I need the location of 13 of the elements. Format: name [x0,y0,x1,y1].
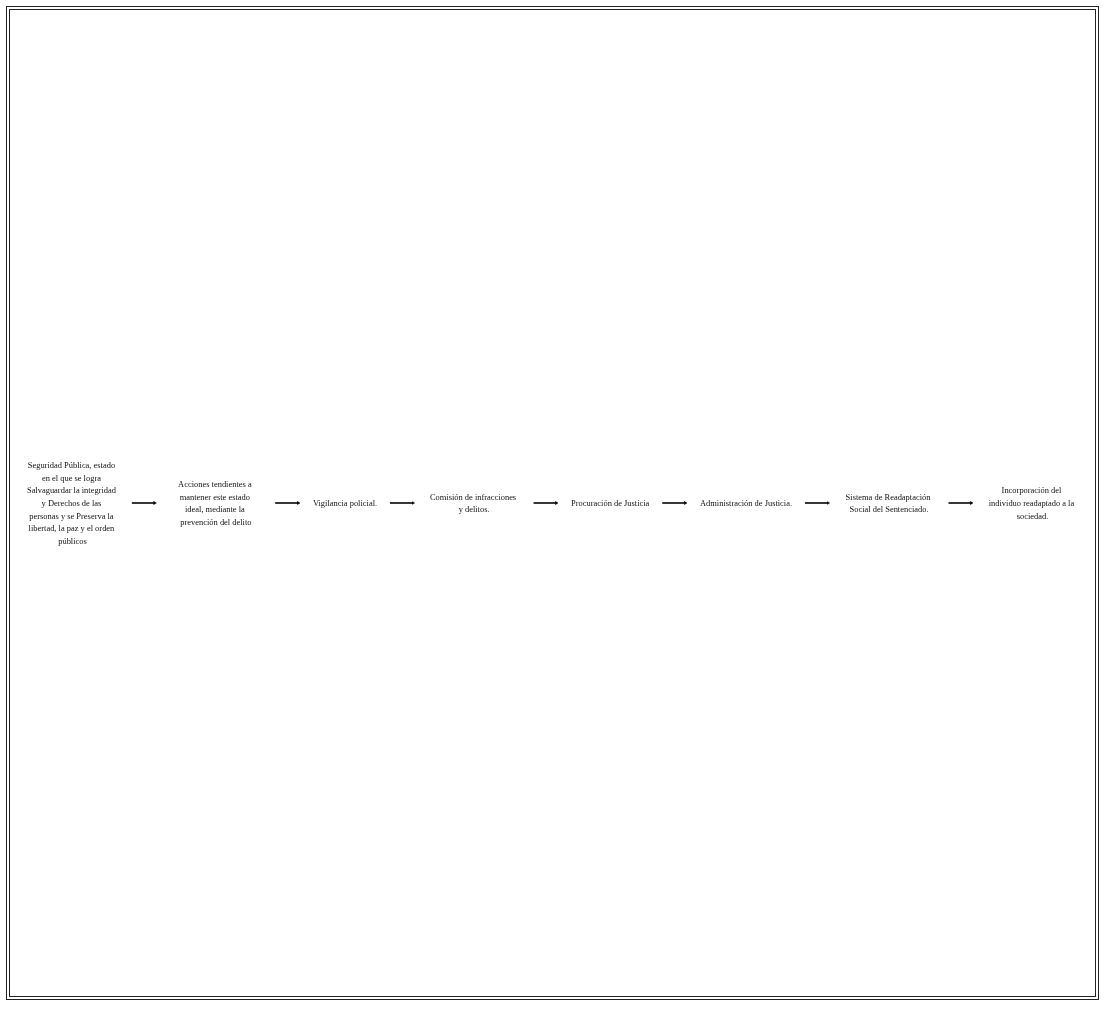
node-text: Comisión de infracciones y delitos. [429,492,517,514]
node-text: Incorporación del individuo readaptado a la sociedad. [988,485,1075,521]
node-text: Vigilancia policial. [312,498,378,508]
arrow [130,501,158,505]
node-text: Procuración de Justicia [571,498,650,508]
arrow [661,501,688,505]
node-text: Acciones tendientes a mantener este estado ideal, mediante la prevención del delito [178,479,252,527]
node-text: Sistema de Readaptación Social del Sentenciado. [845,492,931,514]
node-text: Seguridad Pública, estado en el que se logra Salvaguardar la integridad y Derechos de las personas y se Preserva la libertad, la paz y el orden públicos [26,460,116,546]
arrow [388,501,416,505]
node-text: Administración de Justicia. [699,498,793,508]
arrow [274,501,301,505]
arrow [803,501,831,505]
